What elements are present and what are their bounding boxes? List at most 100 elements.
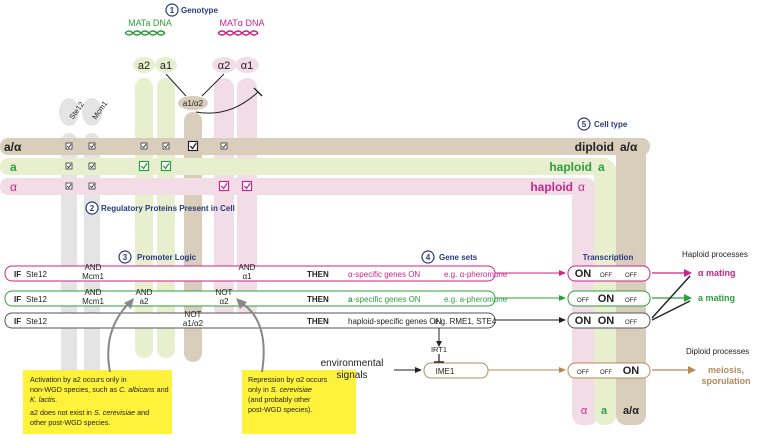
r2-eg: e.g. a-pheromone [444, 295, 508, 304]
meiosis-label: meiosis, [708, 365, 744, 375]
note-left-line2: non-WGD species, such as C. albicans and [30, 385, 169, 394]
checkmark-icon [66, 183, 72, 189]
arrow-a1-to-complex [165, 73, 187, 97]
trans-box-haploid [567, 312, 651, 329]
row-alpha-label: α [10, 180, 17, 194]
transcription-state-r3-0: ON [575, 315, 592, 327]
transcription-state-r2-0: OFF [577, 298, 589, 304]
note-left-line1: Activation by a2 occurs only in [30, 375, 127, 384]
r2-and1: AND [85, 288, 102, 297]
section-promoter-label: Promoter Logic [137, 253, 197, 262]
note-left-line5: other post-WGD species. [30, 418, 110, 427]
mata-dna-label: MATa DNA [128, 18, 172, 28]
note-left-line3: K. lactis. [30, 395, 57, 404]
matalpha-dna-label: MATα DNA [219, 18, 264, 28]
sporulation-label: sporulation [702, 376, 751, 386]
checkmark-icon [141, 143, 147, 149]
arrowhead [436, 341, 442, 347]
checkbox [220, 142, 228, 150]
trans-box-a [567, 290, 651, 307]
note-left-pointer [107, 301, 131, 373]
checkbox [88, 162, 96, 170]
r2-and2: AND [136, 288, 153, 297]
r1-and1: AND [85, 263, 102, 272]
row-haploid-a [0, 158, 612, 175]
note-right-s1: only in [248, 385, 271, 394]
r3-gene: haploid-specific genes ON [348, 317, 442, 326]
note-left-s6: a2 does not exist in [30, 408, 94, 417]
transcription-state-r2-1: ON [598, 293, 615, 305]
checkmark-icon [189, 142, 197, 150]
r3-eg: e.g. RME1, STE4 [434, 317, 497, 326]
checkbox [162, 142, 170, 150]
r3-then: THEN [307, 317, 329, 326]
section-regulatory-label: Regulatory Proteins Present in Cell [101, 204, 235, 213]
r2-and2b: a2 [140, 297, 149, 306]
checkbox [160, 160, 172, 172]
row-diploid [0, 138, 650, 155]
arrow-alpha2-to-complex [201, 73, 225, 97]
note-left-s1: non-WGD species, such as [30, 385, 119, 394]
checkmark-icon [140, 162, 148, 170]
r2-gene: -specific genes ON [353, 295, 421, 304]
arrow-hap-a-mating [651, 300, 691, 321]
arrowhead [559, 317, 566, 323]
arrowhead [688, 366, 696, 374]
checkbox [88, 142, 96, 150]
note-right-s2: S. cerevisiae [271, 385, 312, 394]
matalpha-dna-helix [217, 30, 259, 36]
note-left-s4: K. lactis [30, 395, 56, 404]
r1-eg: e.g. α-pheromone [444, 270, 508, 279]
checkbox [187, 140, 199, 152]
note-left-box [23, 370, 172, 434]
section-2-badge [85, 201, 99, 215]
transcription-state-r4-2: ON [623, 365, 640, 377]
arrowhead [415, 367, 422, 373]
r3-notb: a1/α2 [183, 319, 204, 328]
transcription-state-r2-2: OFF [625, 298, 637, 304]
trans-box-alpha [567, 265, 651, 282]
checkbox [241, 180, 253, 192]
checkbox [138, 160, 150, 172]
checkbox [140, 142, 148, 150]
checkmark-icon [162, 162, 170, 170]
r2-gene-a: a [348, 295, 353, 304]
note-right-text: Repression by α2 occurs only in S. cerev… [248, 375, 328, 414]
note-right-box [242, 370, 356, 434]
r1-and1b: Mcm1 [82, 272, 104, 281]
r2-not: NOT [216, 288, 233, 297]
protein-alpha2-label: α2 [218, 60, 230, 72]
arrowhead [684, 269, 692, 277]
note-left-s2: C. albicans [119, 385, 155, 394]
column-trans-aa [616, 140, 646, 425]
section-3-badge [118, 250, 132, 264]
note-left-text: Activation by a2 occurs only in non-WGD … [30, 375, 169, 427]
checkbox [88, 182, 96, 190]
trans-col-a: a [601, 405, 608, 417]
pill-alpha1 [235, 57, 259, 73]
r2-then: THEN [307, 295, 329, 304]
env-label-2: signals [336, 370, 367, 381]
column-alpha1 [237, 78, 257, 318]
transcription-state-r3-2: OFF [625, 320, 637, 326]
row-alpha-right-type: α [578, 180, 585, 194]
arrowhead [559, 295, 566, 301]
arrowhead [124, 298, 134, 309]
protein-a1-label: a1 [160, 60, 172, 72]
trans-col-aa: a/α [623, 405, 639, 417]
haploid-processes-title: Haploid processes [682, 250, 748, 259]
row-aa-right-label: diploid [575, 140, 614, 154]
section-2-num: 2 [90, 204, 95, 213]
r1-then: THEN [307, 270, 329, 279]
transcription-title: Transcription [583, 253, 634, 262]
r2-notb: α2 [219, 297, 229, 306]
env-label-1: environmental [321, 358, 384, 369]
a-mating-label: a mating [698, 293, 735, 303]
r2-if: IF [14, 295, 21, 304]
section-5-badge [577, 117, 591, 131]
trans-col-alpha: α [581, 405, 588, 417]
section-celltype-label: Cell type [594, 120, 628, 129]
section-genotype-label: Genotype [181, 6, 218, 15]
note-left-s8: and [135, 408, 149, 417]
